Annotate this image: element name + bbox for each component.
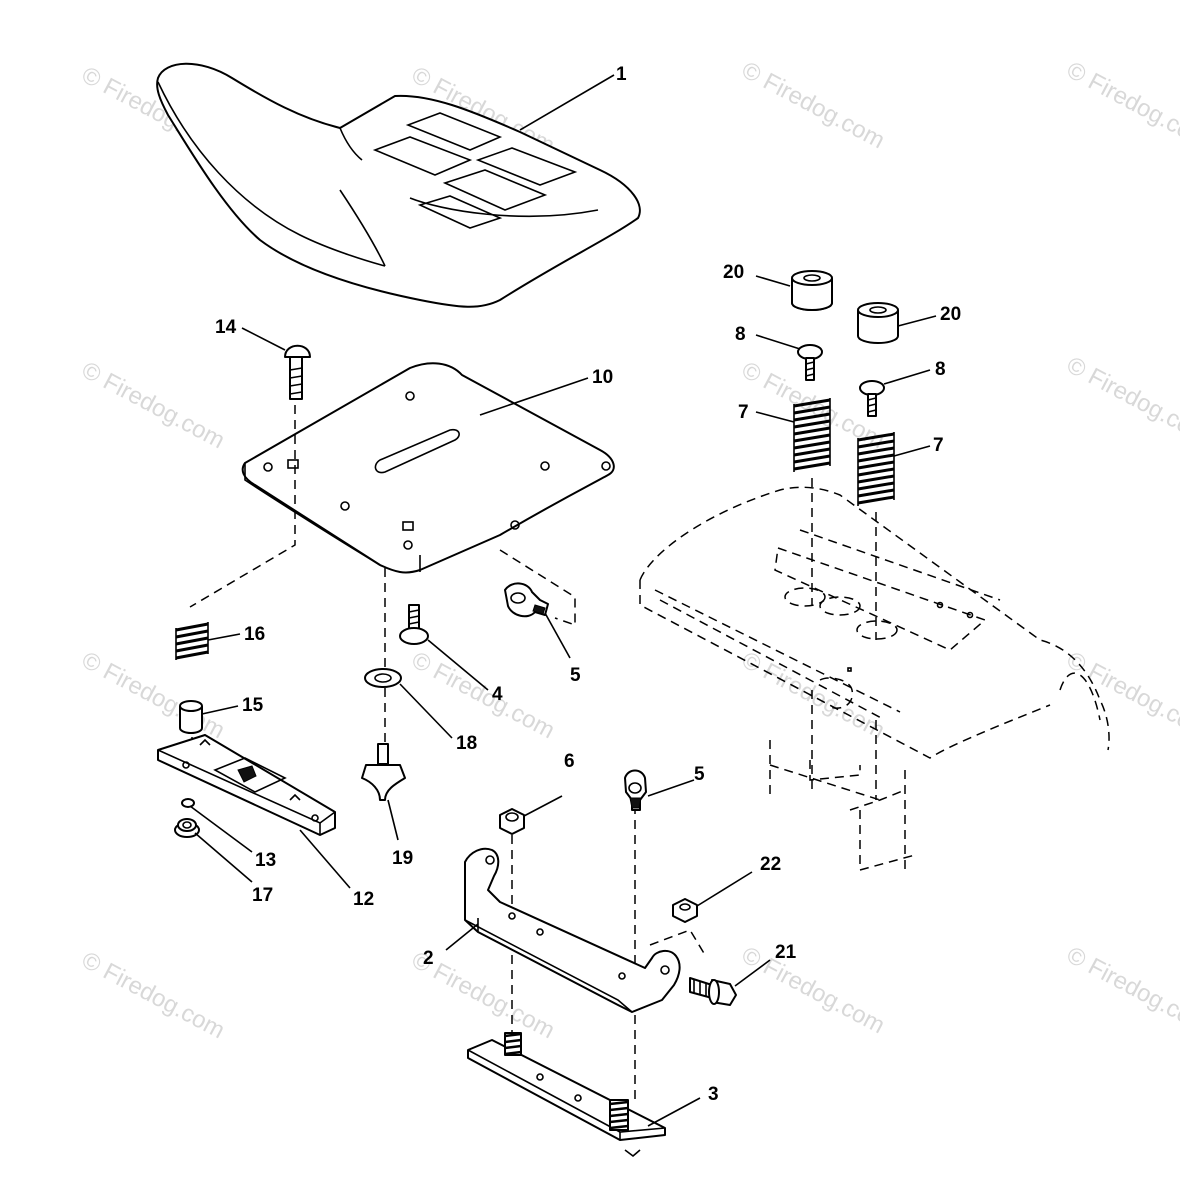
seat-plate-part bbox=[241, 362, 615, 574]
callout-8b: 8 bbox=[935, 359, 946, 380]
spring-part bbox=[175, 622, 209, 660]
hex-nut-part bbox=[672, 898, 698, 923]
callout-labels: 1 14 10 20 20 8 8 7 7 16 15 4 5 18 19 13… bbox=[215, 64, 961, 1105]
callout-10: 10 bbox=[592, 367, 613, 388]
watermark: © Firedog.com bbox=[737, 646, 889, 744]
watermark: © Firedog.com bbox=[1062, 351, 1180, 449]
watermark: © Firedog.com bbox=[407, 646, 559, 744]
clip-part bbox=[504, 582, 549, 618]
callout-7b: 7 bbox=[933, 435, 944, 456]
callout-14: 14 bbox=[215, 317, 237, 338]
watermark: © Firedog.com bbox=[737, 941, 889, 1039]
callout-4: 4 bbox=[492, 684, 503, 705]
callout-12: 12 bbox=[353, 889, 374, 910]
flange-nut-part bbox=[174, 818, 200, 838]
callout-18: 18 bbox=[456, 733, 477, 754]
nut-part bbox=[181, 798, 195, 808]
callout-5b: 5 bbox=[694, 764, 705, 785]
mounting-plate-part bbox=[467, 1032, 666, 1158]
callout-20a: 20 bbox=[723, 262, 744, 283]
hex-nut-part bbox=[499, 808, 525, 835]
watermark: © Firedog.com bbox=[77, 946, 229, 1044]
watermark: © Firedog.com bbox=[77, 356, 229, 454]
watermark: © Firedog.com bbox=[1062, 941, 1180, 1039]
callout-22: 22 bbox=[760, 854, 781, 875]
slide-bracket-part bbox=[157, 734, 336, 836]
callout-6: 6 bbox=[564, 751, 575, 772]
watermark: © Firedog.com bbox=[737, 56, 889, 154]
clip-part bbox=[624, 769, 647, 811]
callout-5a: 5 bbox=[570, 665, 581, 686]
washer-part bbox=[364, 668, 402, 688]
flange-screw-part bbox=[859, 380, 885, 417]
spacer-part bbox=[791, 270, 833, 311]
fender-outline bbox=[639, 486, 1110, 871]
watermark: © Firedog.com bbox=[1062, 56, 1180, 154]
callout-15: 15 bbox=[242, 695, 264, 716]
callout-13: 13 bbox=[255, 850, 276, 871]
callout-20b: 20 bbox=[940, 304, 961, 325]
seat-part bbox=[156, 62, 641, 308]
assembly-centerlines bbox=[189, 405, 877, 1100]
carriage-bolt-part bbox=[284, 344, 311, 400]
callout-21: 21 bbox=[775, 942, 797, 963]
callout-1: 1 bbox=[616, 64, 627, 85]
callout-2: 2 bbox=[423, 948, 434, 969]
spacer-part bbox=[857, 302, 899, 344]
callout-3: 3 bbox=[708, 1084, 719, 1105]
callout-8a: 8 bbox=[735, 324, 746, 345]
shoulder-bolt-part bbox=[399, 604, 429, 645]
watermark: © Firedog.com bbox=[77, 646, 229, 744]
spring-part bbox=[793, 398, 831, 472]
spring-part bbox=[857, 432, 895, 506]
watermark: © Firedog.com bbox=[1062, 646, 1180, 744]
knob-part bbox=[361, 743, 406, 801]
flange-screw-part bbox=[797, 344, 823, 381]
callout-16: 16 bbox=[244, 624, 265, 645]
callout-7a: 7 bbox=[738, 402, 749, 423]
seat-bracket-part bbox=[464, 847, 681, 1013]
callout-17: 17 bbox=[252, 885, 273, 906]
callout-19: 19 bbox=[392, 848, 413, 869]
leader-lines bbox=[189, 74, 937, 1127]
hex-bolt-part bbox=[689, 977, 737, 1006]
bushing-part bbox=[179, 700, 203, 734]
